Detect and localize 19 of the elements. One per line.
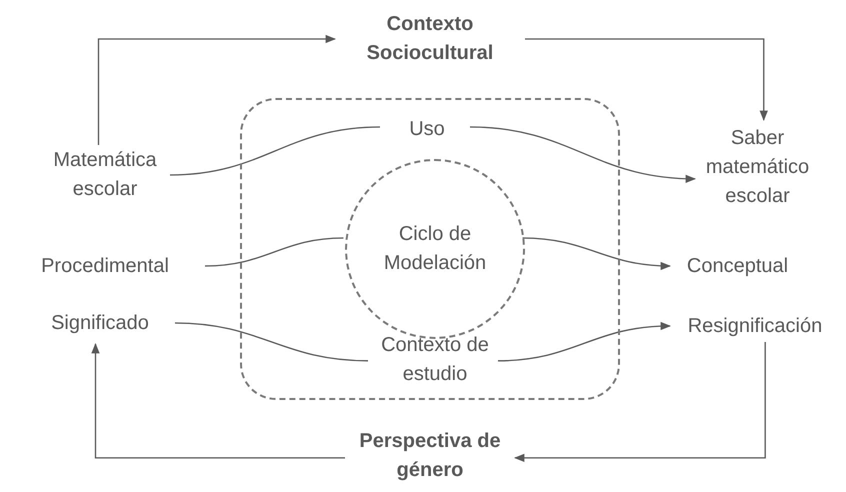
concept-label: Uso (409, 116, 445, 142)
concept-label: Contexto de estudio (380, 333, 490, 387)
circle-label: Ciclo de Modelación (382, 222, 488, 276)
arrow (514, 342, 766, 462)
arrow (498, 322, 672, 362)
concept-label: Conceptual (686, 254, 788, 278)
concept-label: Saber matemático escolar (704, 126, 810, 209)
concept-label: Matemática escolar (52, 148, 158, 202)
heading-label: Contexto Sociocultural (366, 12, 494, 66)
arrow (470, 126, 696, 183)
concept-label: Resignificación (688, 314, 822, 338)
arrow (98, 34, 336, 145)
dashed-frame (240, 98, 620, 400)
concept-label: Procedimental (41, 254, 169, 278)
concept-label: Significado (51, 310, 149, 336)
arrow (91, 342, 345, 458)
arrow (522, 237, 672, 270)
heading-label: Perspectiva de género (358, 429, 502, 483)
arrow (525, 38, 768, 122)
